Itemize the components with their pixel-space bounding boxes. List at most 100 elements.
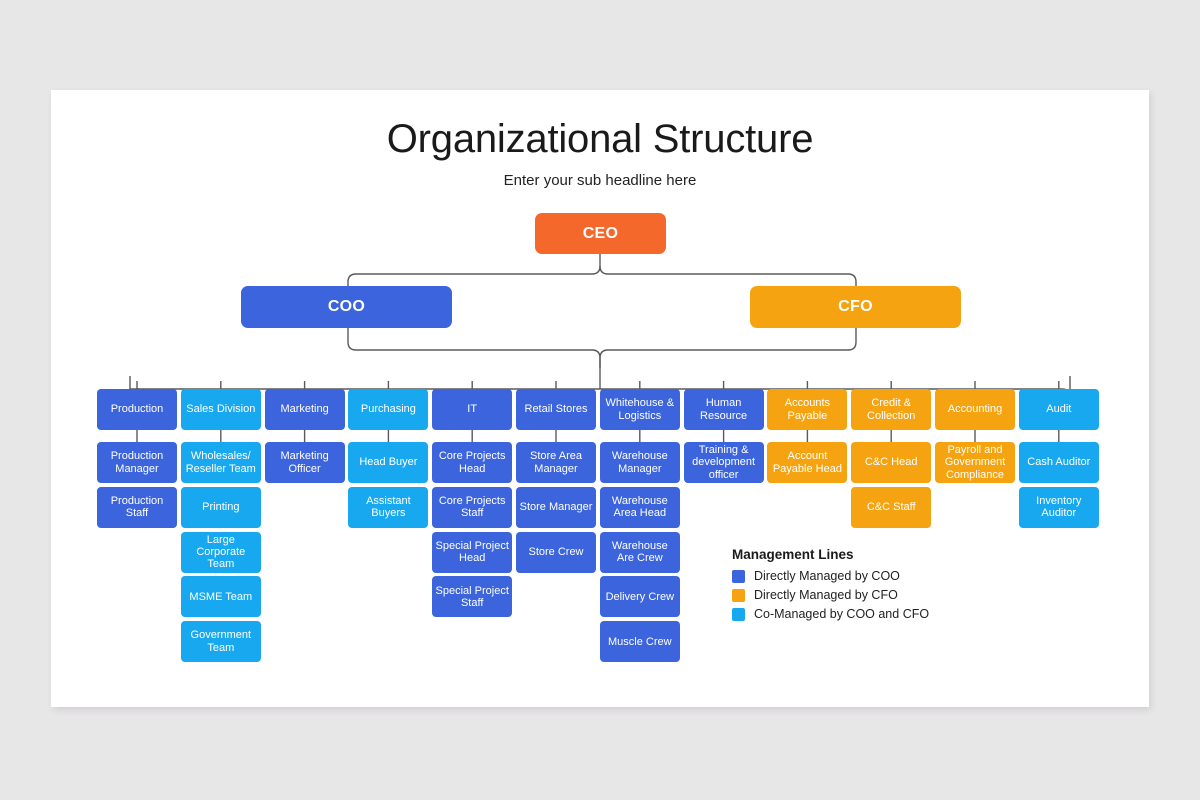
node-cfo[interactable]: CFO bbox=[750, 286, 961, 328]
node-core-projects-head[interactable]: Core Projects Head bbox=[432, 442, 513, 483]
node-account-payable-head[interactable]: Account Payable Head bbox=[767, 442, 848, 483]
node-head-buyer[interactable]: Head Buyer bbox=[348, 442, 429, 483]
dept-head-audit[interactable]: Audit bbox=[1018, 389, 1099, 430]
dept-head-accounting[interactable]: Accounting bbox=[935, 389, 1015, 430]
node-label: Assistant Buyers bbox=[366, 494, 411, 520]
dept-head-it[interactable]: IT bbox=[432, 389, 513, 430]
node-msme-team[interactable]: MSME Team bbox=[180, 576, 261, 618]
node-label: Purchasing bbox=[360, 403, 416, 416]
node-c-c-staff[interactable]: C&C Staff bbox=[851, 486, 932, 528]
node-special-project-head[interactable]: Special Project Head bbox=[432, 531, 513, 573]
page-title: Organizational Structure bbox=[386, 117, 814, 161]
node-label: Payroll and Government Compliance bbox=[944, 444, 1006, 481]
node-label: Wholesales/ Reseller Team bbox=[185, 450, 256, 475]
node-production-manager[interactable]: Production Manager bbox=[97, 442, 177, 483]
node-muscle-crew[interactable]: Muscle Crew bbox=[599, 621, 680, 663]
legend-item-1: Directly Managed by CFO bbox=[732, 588, 992, 602]
node-label: Government Team bbox=[190, 629, 252, 654]
node-label: Production Staff bbox=[110, 494, 164, 520]
node-label: Muscle Crew bbox=[608, 635, 672, 648]
legend-label: Directly Managed by CFO bbox=[754, 588, 898, 602]
node-label: Core Projects Staff bbox=[438, 494, 506, 520]
node-ceo[interactable]: CEO bbox=[535, 213, 666, 254]
node-label: IT bbox=[467, 403, 478, 416]
node-label: Training & development officer bbox=[692, 444, 756, 481]
node-assistant-buyers[interactable]: Assistant Buyers bbox=[348, 486, 429, 528]
node-store-crew[interactable]: Store Crew bbox=[516, 531, 596, 573]
legend-title: Management Lines bbox=[732, 547, 854, 562]
node-label: Warehouse Manager bbox=[611, 450, 668, 475]
dept-head-purchasing[interactable]: Purchasing bbox=[348, 389, 429, 430]
node-label: Accounting bbox=[947, 403, 1003, 416]
node-label: CFO bbox=[838, 298, 873, 316]
node-label: Sales Division bbox=[186, 403, 256, 416]
legend-items: Directly Managed by COO Directly Managed … bbox=[732, 569, 992, 621]
node-payroll-and-government-compliance[interactable]: Payroll and Government Compliance bbox=[935, 442, 1015, 483]
legend-item-2: Co-Managed by COO and CFO bbox=[732, 607, 992, 621]
node-label: COO bbox=[327, 298, 366, 316]
page-subtitle: Enter your sub headline here bbox=[503, 172, 697, 189]
node-government-team[interactable]: Government Team bbox=[180, 621, 261, 663]
node-label: Retail Stores bbox=[524, 403, 588, 416]
node-label: C&C Staff bbox=[866, 501, 916, 514]
node-core-projects-staff[interactable]: Core Projects Staff bbox=[432, 486, 513, 528]
node-label: Special Project Head bbox=[435, 539, 509, 565]
node-label: Large Corporate Team bbox=[196, 533, 246, 571]
node-label: Store Manager bbox=[519, 501, 593, 514]
node-label: MSME Team bbox=[189, 590, 253, 603]
dept-head-credit-collection[interactable]: Credit & Collection bbox=[851, 389, 932, 430]
dept-head-sales-division[interactable]: Sales Division bbox=[180, 389, 261, 430]
node-wholesales-reseller-team[interactable]: Wholesales/ Reseller Team bbox=[180, 442, 261, 483]
legend-item-0: Directly Managed by COO bbox=[732, 569, 992, 583]
slide-card: Organizational Structure Enter your sub … bbox=[51, 90, 1149, 707]
node-warehouse-manager[interactable]: Warehouse Manager bbox=[599, 442, 680, 483]
dept-head-retail-stores[interactable]: Retail Stores bbox=[516, 389, 596, 430]
node-label: Store Area Manager bbox=[530, 450, 582, 475]
node-label: Warehouse Are Crew bbox=[611, 539, 668, 565]
node-warehouse-are-crew[interactable]: Warehouse Are Crew bbox=[599, 531, 680, 573]
node-training-development-officer[interactable]: Training & development officer bbox=[683, 442, 764, 483]
legend-swatch-icon bbox=[732, 588, 745, 602]
node-c-c-head[interactable]: C&C Head bbox=[851, 442, 932, 483]
dept-head-accounts-payable[interactable]: Accounts Payable bbox=[767, 389, 848, 430]
node-label: Credit & Collection bbox=[867, 397, 916, 422]
node-label: Production Manager bbox=[110, 450, 164, 475]
node-label: Printing bbox=[202, 501, 240, 514]
node-special-project-staff[interactable]: Special Project Staff bbox=[432, 576, 513, 618]
node-label: Account Payable Head bbox=[772, 450, 842, 475]
dept-head-whitehouse-logistics[interactable]: Whitehouse & Logistics bbox=[599, 389, 680, 430]
legend-swatch-icon bbox=[732, 569, 745, 583]
node-label: C&C Head bbox=[864, 456, 918, 469]
node-label: Production bbox=[110, 403, 164, 416]
legend-label: Directly Managed by COO bbox=[754, 569, 900, 583]
node-label: CEO bbox=[582, 224, 619, 242]
node-production-staff[interactable]: Production Staff bbox=[97, 486, 177, 528]
node-label: Warehouse Area Head bbox=[611, 494, 668, 520]
node-large-corporate-team[interactable]: Large Corporate Team bbox=[180, 531, 261, 573]
node-label: Accounts Payable bbox=[784, 397, 831, 422]
dept-head-production[interactable]: Production bbox=[97, 389, 177, 430]
node-store-area-manager[interactable]: Store Area Manager bbox=[516, 442, 596, 483]
node-store-manager[interactable]: Store Manager bbox=[516, 486, 596, 528]
node-label: Store Crew bbox=[528, 545, 584, 558]
node-marketing-officer[interactable]: Marketing Officer bbox=[264, 442, 345, 483]
node-label: Core Projects Head bbox=[438, 450, 506, 475]
node-label: Audit bbox=[1046, 403, 1072, 416]
legend: Management Lines Directly Managed by COO… bbox=[732, 547, 992, 626]
node-delivery-crew[interactable]: Delivery Crew bbox=[599, 576, 680, 618]
node-label: Special Project Staff bbox=[435, 584, 509, 609]
dept-head-marketing[interactable]: Marketing bbox=[264, 389, 345, 430]
node-coo[interactable]: COO bbox=[241, 286, 452, 328]
node-cash-auditor[interactable]: Cash Auditor bbox=[1018, 442, 1099, 483]
dept-head-human-resource[interactable]: Human Resource bbox=[683, 389, 764, 430]
node-label: Marketing bbox=[280, 403, 329, 416]
node-label: Inventory Auditor bbox=[1036, 494, 1082, 520]
legend-label: Co-Managed by COO and CFO bbox=[754, 607, 930, 621]
node-label: Whitehouse & Logistics bbox=[605, 397, 675, 422]
node-warehouse-area-head[interactable]: Warehouse Area Head bbox=[599, 486, 680, 528]
node-inventory-auditor[interactable]: Inventory Auditor bbox=[1018, 486, 1099, 528]
node-label: Head Buyer bbox=[359, 456, 418, 469]
node-label: Cash Auditor bbox=[1027, 456, 1091, 469]
node-printing[interactable]: Printing bbox=[180, 486, 261, 528]
